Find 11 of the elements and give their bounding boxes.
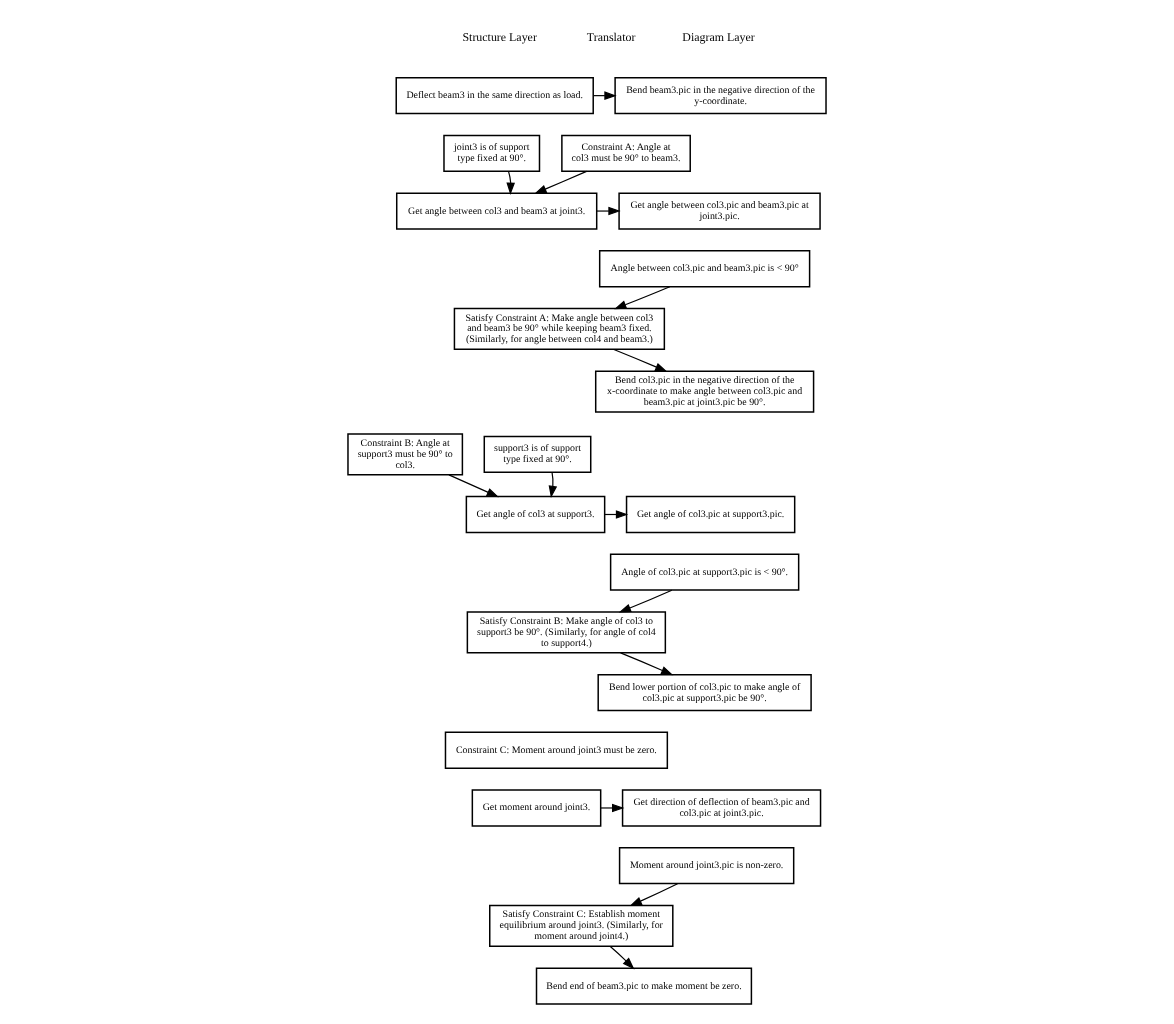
arrow <box>534 170 588 194</box>
arrow <box>629 883 679 907</box>
arrow <box>600 803 625 813</box>
arrow <box>613 348 668 372</box>
arrow <box>609 945 635 970</box>
arrow <box>618 589 673 613</box>
arrow <box>506 170 516 195</box>
arrow <box>596 206 621 216</box>
arrow <box>620 652 674 676</box>
arrow <box>448 474 499 498</box>
arrow <box>614 286 671 310</box>
